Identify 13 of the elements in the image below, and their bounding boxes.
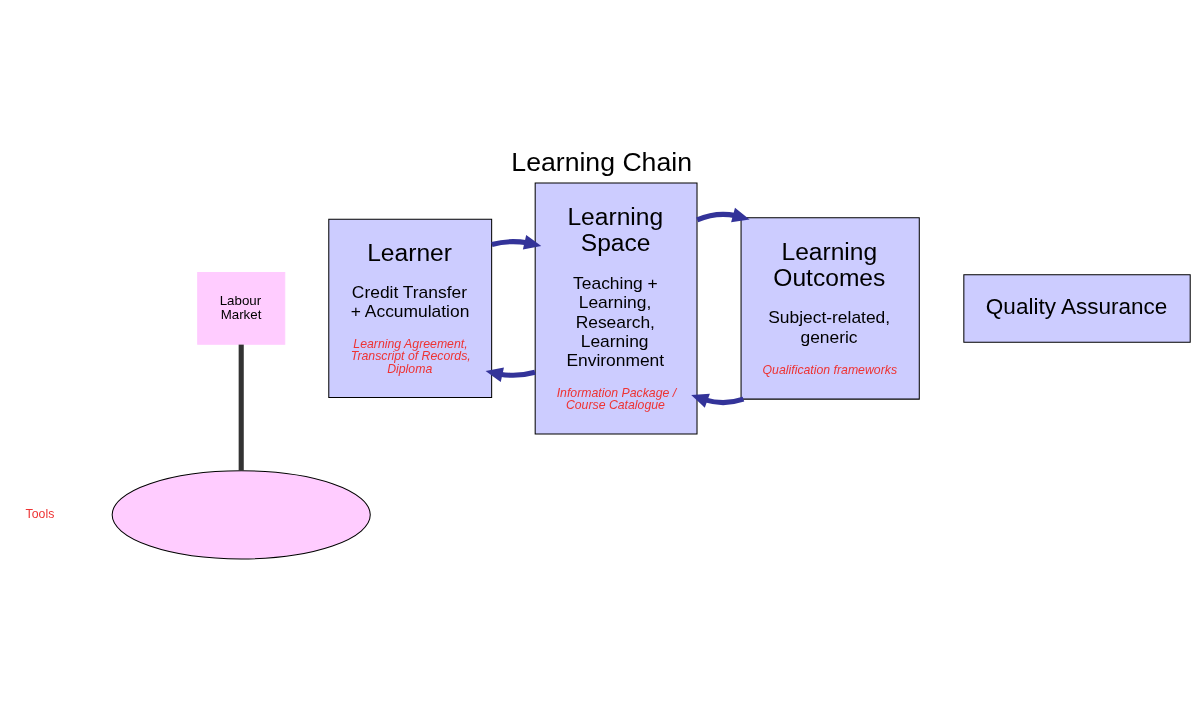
node-box: Labour Market [197, 271, 286, 345]
node-box: Learning Outcomes Subject-related, generic Qualification frameworks [740, 216, 920, 400]
arrow [485, 366, 536, 382]
label: Tools [25, 506, 55, 521]
node-box: Quality Assurance [963, 273, 1191, 343]
node-ellipse [111, 469, 371, 559]
arrow [696, 207, 750, 222]
node-box: Learning Space Teaching + Learning, Research, Learning Environment Information Package / Course Catalogue [534, 182, 698, 434]
diagram-title: Learning Chain [511, 146, 692, 176]
node-box: Learner Credit Transfer + Accumulation Learning Agreement, Transcript of Records, Diploma [328, 218, 493, 398]
connector [238, 344, 244, 471]
arrow [491, 234, 542, 250]
arrow [691, 393, 745, 408]
